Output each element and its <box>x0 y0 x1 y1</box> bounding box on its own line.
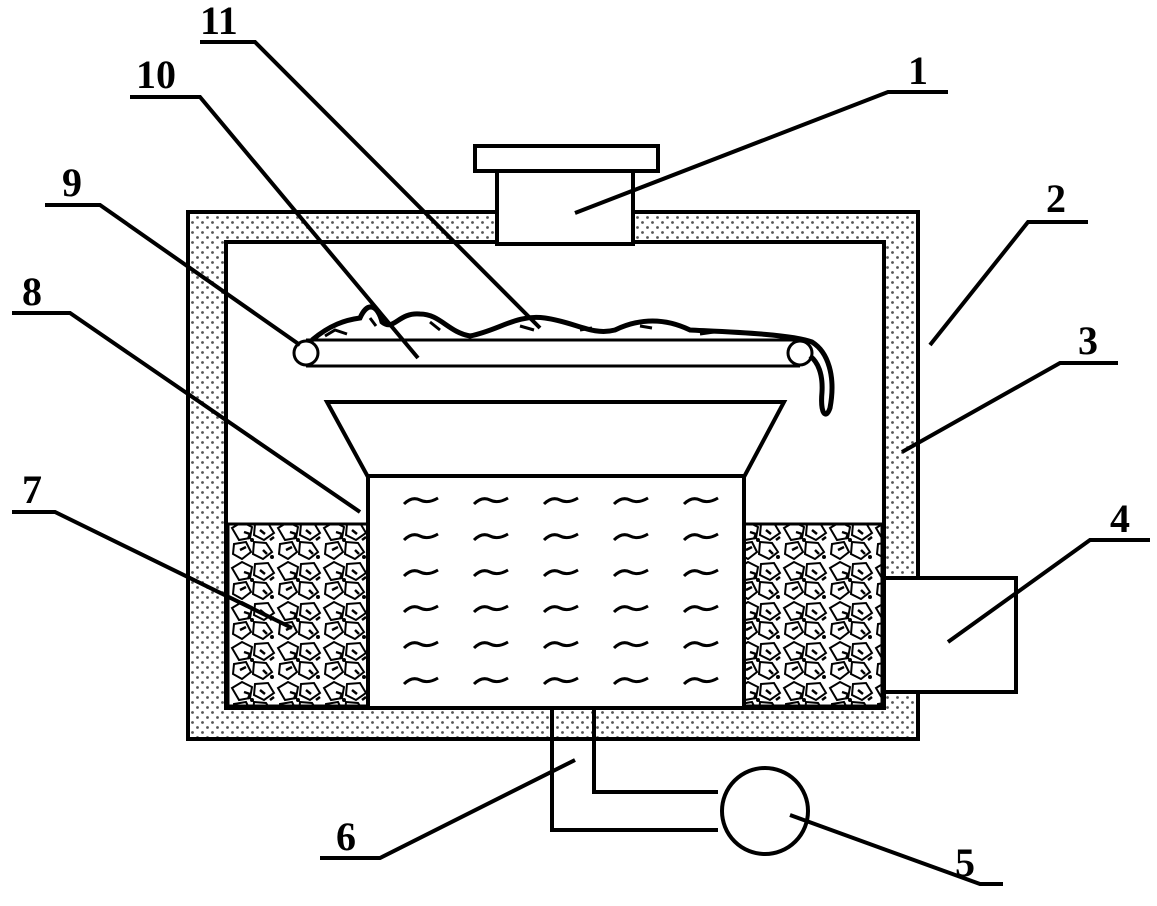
liquid-mark <box>682 604 719 614</box>
drain-pipe <box>550 708 718 832</box>
liquid-mark <box>472 496 509 506</box>
liquid-mark <box>402 604 439 614</box>
label-3: 3 <box>1078 318 1098 363</box>
liquid-mark <box>402 676 439 686</box>
liquid-mark <box>612 532 649 542</box>
belt-roller-left <box>292 339 320 367</box>
liquid-mark <box>682 676 719 686</box>
liquid-mark <box>612 496 649 506</box>
leader-lines <box>12 40 1150 886</box>
liquid-mark <box>682 532 719 542</box>
liquid-mark <box>612 604 649 614</box>
label-2: 2 <box>1046 176 1066 221</box>
liquid-mark <box>472 676 509 686</box>
label-8: 8 <box>22 269 42 314</box>
liquid-marks <box>402 496 719 686</box>
liquid-mark <box>542 496 579 506</box>
liquid-mark <box>612 568 649 578</box>
liquid-mark <box>682 496 719 506</box>
exhaust-port-body <box>495 168 635 246</box>
side-box <box>882 576 1018 694</box>
liquid-mark <box>402 532 439 542</box>
label-9: 9 <box>62 160 82 205</box>
liquid-mark <box>472 568 509 578</box>
stone-fill-left <box>226 522 370 708</box>
label-11: 11 <box>200 0 238 43</box>
liquid-mark <box>542 676 579 686</box>
liquid-mark <box>612 676 649 686</box>
exhaust-port <box>473 144 660 246</box>
liquid-mark <box>402 496 439 506</box>
liquid-mark <box>542 568 579 578</box>
collection-tank <box>366 474 746 710</box>
liquid-mark <box>472 640 509 650</box>
part-labels: 1 2 3 4 5 6 7 8 9 10 11 <box>22 0 1130 885</box>
funnel <box>323 400 788 479</box>
liquid-mark <box>542 640 579 650</box>
liquid-mark <box>402 568 439 578</box>
liquid-mark <box>682 640 719 650</box>
label-10: 10 <box>136 52 176 97</box>
label-6: 6 <box>336 814 356 859</box>
liquid-mark <box>402 640 439 650</box>
exhaust-port-cap <box>473 144 660 173</box>
conveyor-belt <box>292 304 835 417</box>
liquid-mark <box>542 604 579 614</box>
belt-roller-right <box>786 339 814 367</box>
label-7: 7 <box>22 467 42 512</box>
liquid-mark <box>542 532 579 542</box>
liquid-mark <box>472 604 509 614</box>
liquid-mark <box>472 532 509 542</box>
label-5: 5 <box>955 840 975 885</box>
pump <box>720 766 810 856</box>
label-4: 4 <box>1110 496 1130 541</box>
label-1: 1 <box>908 48 928 93</box>
liquid-mark <box>682 568 719 578</box>
material-layer <box>310 304 835 417</box>
liquid-mark <box>612 640 649 650</box>
stone-fill-right <box>742 522 884 708</box>
